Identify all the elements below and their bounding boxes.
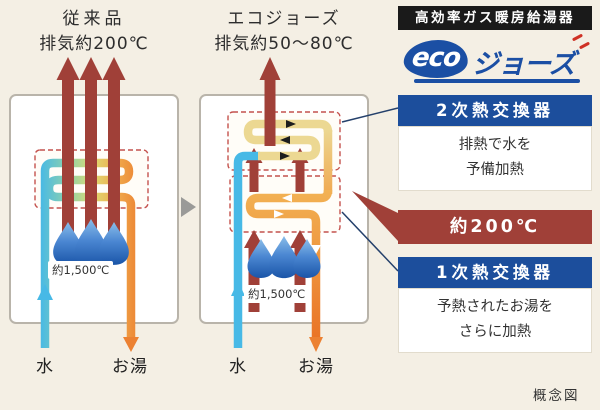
panel-header: 高効率ガス暖房給湯器 bbox=[398, 6, 592, 30]
secondary-callout-line bbox=[341, 107, 399, 123]
flow-arrow-icon bbox=[286, 120, 296, 128]
eco-subtitle: 排気約50〜80℃ bbox=[214, 33, 354, 54]
flow-arrow-icon bbox=[280, 152, 290, 160]
logo-accent-mark bbox=[571, 33, 584, 42]
hot-flow-arrowhead bbox=[309, 337, 323, 352]
conventional-title: 従来品 排気約200℃ bbox=[10, 7, 178, 56]
logo-accent-mark bbox=[578, 41, 591, 50]
conventional-unit-graphic bbox=[34, 57, 149, 352]
eco-title-line: エコジョーズ bbox=[227, 9, 341, 29]
cold-flow-arrowhead bbox=[37, 284, 53, 300]
hot-water-label: お湯 bbox=[298, 357, 334, 377]
burner-flames bbox=[53, 219, 129, 266]
primary-coil-pipe bbox=[245, 189, 333, 338]
eco-logo-suffix: ジョーズ bbox=[472, 49, 576, 80]
flame-icon bbox=[74, 219, 108, 266]
conventional-subtitle: 排気約200℃ bbox=[39, 33, 149, 54]
conventional-title-line: 従来品 bbox=[62, 9, 126, 29]
primary-exchanger-banner: 1次熱交換器 bbox=[398, 257, 592, 288]
burner-temp-label: 約1,500℃ bbox=[48, 261, 114, 279]
primary-desc-line2: さらに加熱 bbox=[458, 324, 532, 341]
transition-arrow bbox=[181, 197, 196, 217]
cold-water-label: 水 bbox=[36, 357, 54, 377]
diagram-caption: 概念図 bbox=[533, 388, 580, 404]
secondary-desc-line2: 予備加熱 bbox=[466, 162, 524, 179]
flow-arrow-icon bbox=[282, 194, 292, 202]
flame-icon bbox=[269, 236, 299, 279]
primary-exchanger-desc: 予熱されたお湯を さらに加熱 bbox=[398, 288, 592, 353]
flame-icon bbox=[99, 222, 129, 265]
secondary-exchanger-desc: 排熱で水を 予備加熱 bbox=[398, 126, 592, 191]
flame-icon bbox=[247, 239, 275, 278]
secondary-exchanger-banner: 2次熱交換器 bbox=[398, 95, 592, 126]
cold-water-label: 水 bbox=[229, 357, 247, 377]
burner-flames bbox=[247, 236, 321, 279]
cold-flow-arrowhead bbox=[231, 281, 245, 296]
flow-arrow-icon bbox=[311, 245, 321, 254]
hot-flow-arrowhead bbox=[123, 337, 139, 352]
cold-water-pipe bbox=[233, 151, 260, 348]
temp-callout-arrow bbox=[352, 191, 398, 241]
primary-desc-line1: 予熱されたお湯を bbox=[437, 299, 553, 315]
flame-icon bbox=[293, 239, 321, 278]
eco-jozu-logo: eco ジョーズ bbox=[398, 32, 592, 88]
logo-underline bbox=[414, 79, 580, 83]
temp-badge: 約200℃ bbox=[398, 210, 592, 244]
primary-callout-line bbox=[341, 211, 399, 272]
exhaust-arrow bbox=[102, 57, 126, 260]
flow-arrow-icon bbox=[274, 210, 284, 218]
secondary-desc-line1: 排熱で水を bbox=[458, 137, 532, 153]
hot-water-label: お湯 bbox=[112, 357, 148, 377]
eco-unit-graphic bbox=[227, 57, 341, 352]
flow-arrow-icon bbox=[280, 136, 290, 144]
burner-temp-label: 約1,500℃ bbox=[244, 285, 310, 303]
secondary-coil-pipe bbox=[243, 119, 333, 161]
exhaust-arrow bbox=[79, 57, 103, 260]
eco-logo-bubble: eco bbox=[402, 40, 470, 78]
exhaust-arrow bbox=[56, 57, 80, 260]
callout-connectors bbox=[341, 107, 399, 272]
exhaust-arrow-top bbox=[259, 57, 281, 146]
eco-title: エコジョーズ 排気約50〜80℃ bbox=[200, 7, 368, 56]
